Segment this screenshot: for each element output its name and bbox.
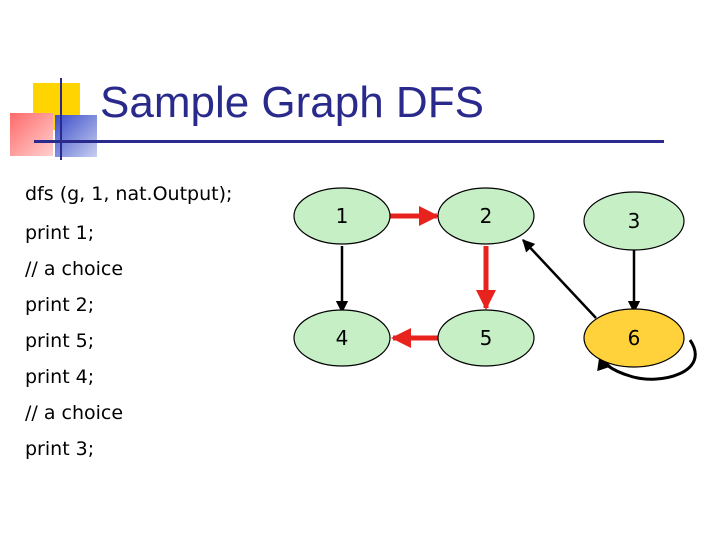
slide-title: Sample Graph DFS (100, 78, 484, 127)
code-line: // a choice (25, 402, 124, 424)
code-line: // a choice (25, 258, 124, 280)
node-label: 6 (628, 326, 641, 350)
node-label: 4 (336, 326, 349, 350)
edge-6-to-2 (522, 239, 597, 319)
code-line: print 4; (25, 366, 95, 388)
node-5: 5 (437, 309, 535, 367)
code-line: print 1; (25, 222, 95, 244)
node-1: 1 (293, 187, 391, 245)
node-label: 1 (336, 204, 349, 228)
node-label: 5 (480, 326, 493, 350)
node-label: 2 (480, 204, 493, 228)
title-underline (34, 140, 664, 143)
code-line: print 3; (25, 438, 95, 460)
edge-6-self-loop (597, 339, 697, 381)
code-line: dfs (g, 1, nat.Output); (25, 183, 233, 205)
code-line: print 2; (25, 294, 95, 316)
decor-blue-square (55, 115, 97, 157)
node-3: 3 (583, 191, 685, 251)
node-4: 4 (293, 309, 391, 367)
node-label: 3 (628, 209, 641, 233)
node-6: 6 (583, 308, 685, 368)
decor-vertical-line (60, 78, 62, 160)
code-line: print 5; (25, 330, 95, 352)
decor-red-square (10, 113, 53, 156)
node-2: 2 (437, 187, 535, 245)
